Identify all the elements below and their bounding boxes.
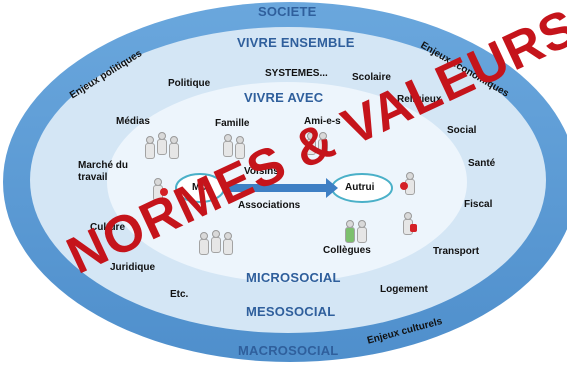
item-logement: Logement [380,284,428,295]
moi-node [175,173,225,203]
item-culture: Culture [90,222,125,233]
figure-group-medias [144,132,184,162]
item-voisins: Voisins [244,166,279,177]
level-societe: SOCIETE [258,4,317,19]
figure-heart-left [152,178,168,202]
node-moi-label: Moi [192,182,210,193]
item-systemes: SYSTEMES... [265,68,328,79]
figure-transport [400,212,420,236]
figure-group-culture [198,230,238,258]
item-religieux: Religieux [397,94,442,105]
item-collegues: Collègues [323,245,371,256]
level-vivre-ensemble: VIVRE ENSEMBLE [237,35,355,50]
item-scolaire: Scolaire [352,72,391,83]
item-transport: Transport [433,246,480,257]
item-politique: Politique [168,78,211,89]
level-mesosocial: MESOSOCIAL [246,304,336,319]
arrow-shaft [226,184,326,192]
item-etc: Etc. [170,289,189,300]
item-marche-du-travail: Marché du travail [78,160,129,183]
level-microsocial: MICROSOCIAL [246,270,341,285]
micro-ring [107,82,467,282]
arrow-head [326,178,338,198]
item-medias: Médias [116,116,150,127]
figure-group-amis [305,130,335,156]
level-vivre-avec: VIVRE AVEC [244,90,324,105]
level-macrosocial: MACROSOCIAL [238,343,339,358]
item-juridique: Juridique [110,262,156,273]
figure-group-famille [222,132,252,159]
item-famille: Famille [215,118,250,129]
figure-heart-right [400,172,416,196]
node-autrui-label: Autrui [345,182,375,193]
item-ami-e-s: Ami-e-s [304,116,341,127]
item-associations: Associations [238,200,301,211]
item-social: Social [447,125,477,136]
item-fiscal: Fiscal [464,199,493,210]
item-sante: Santé [468,158,496,169]
figure-group-collegues [344,220,368,244]
